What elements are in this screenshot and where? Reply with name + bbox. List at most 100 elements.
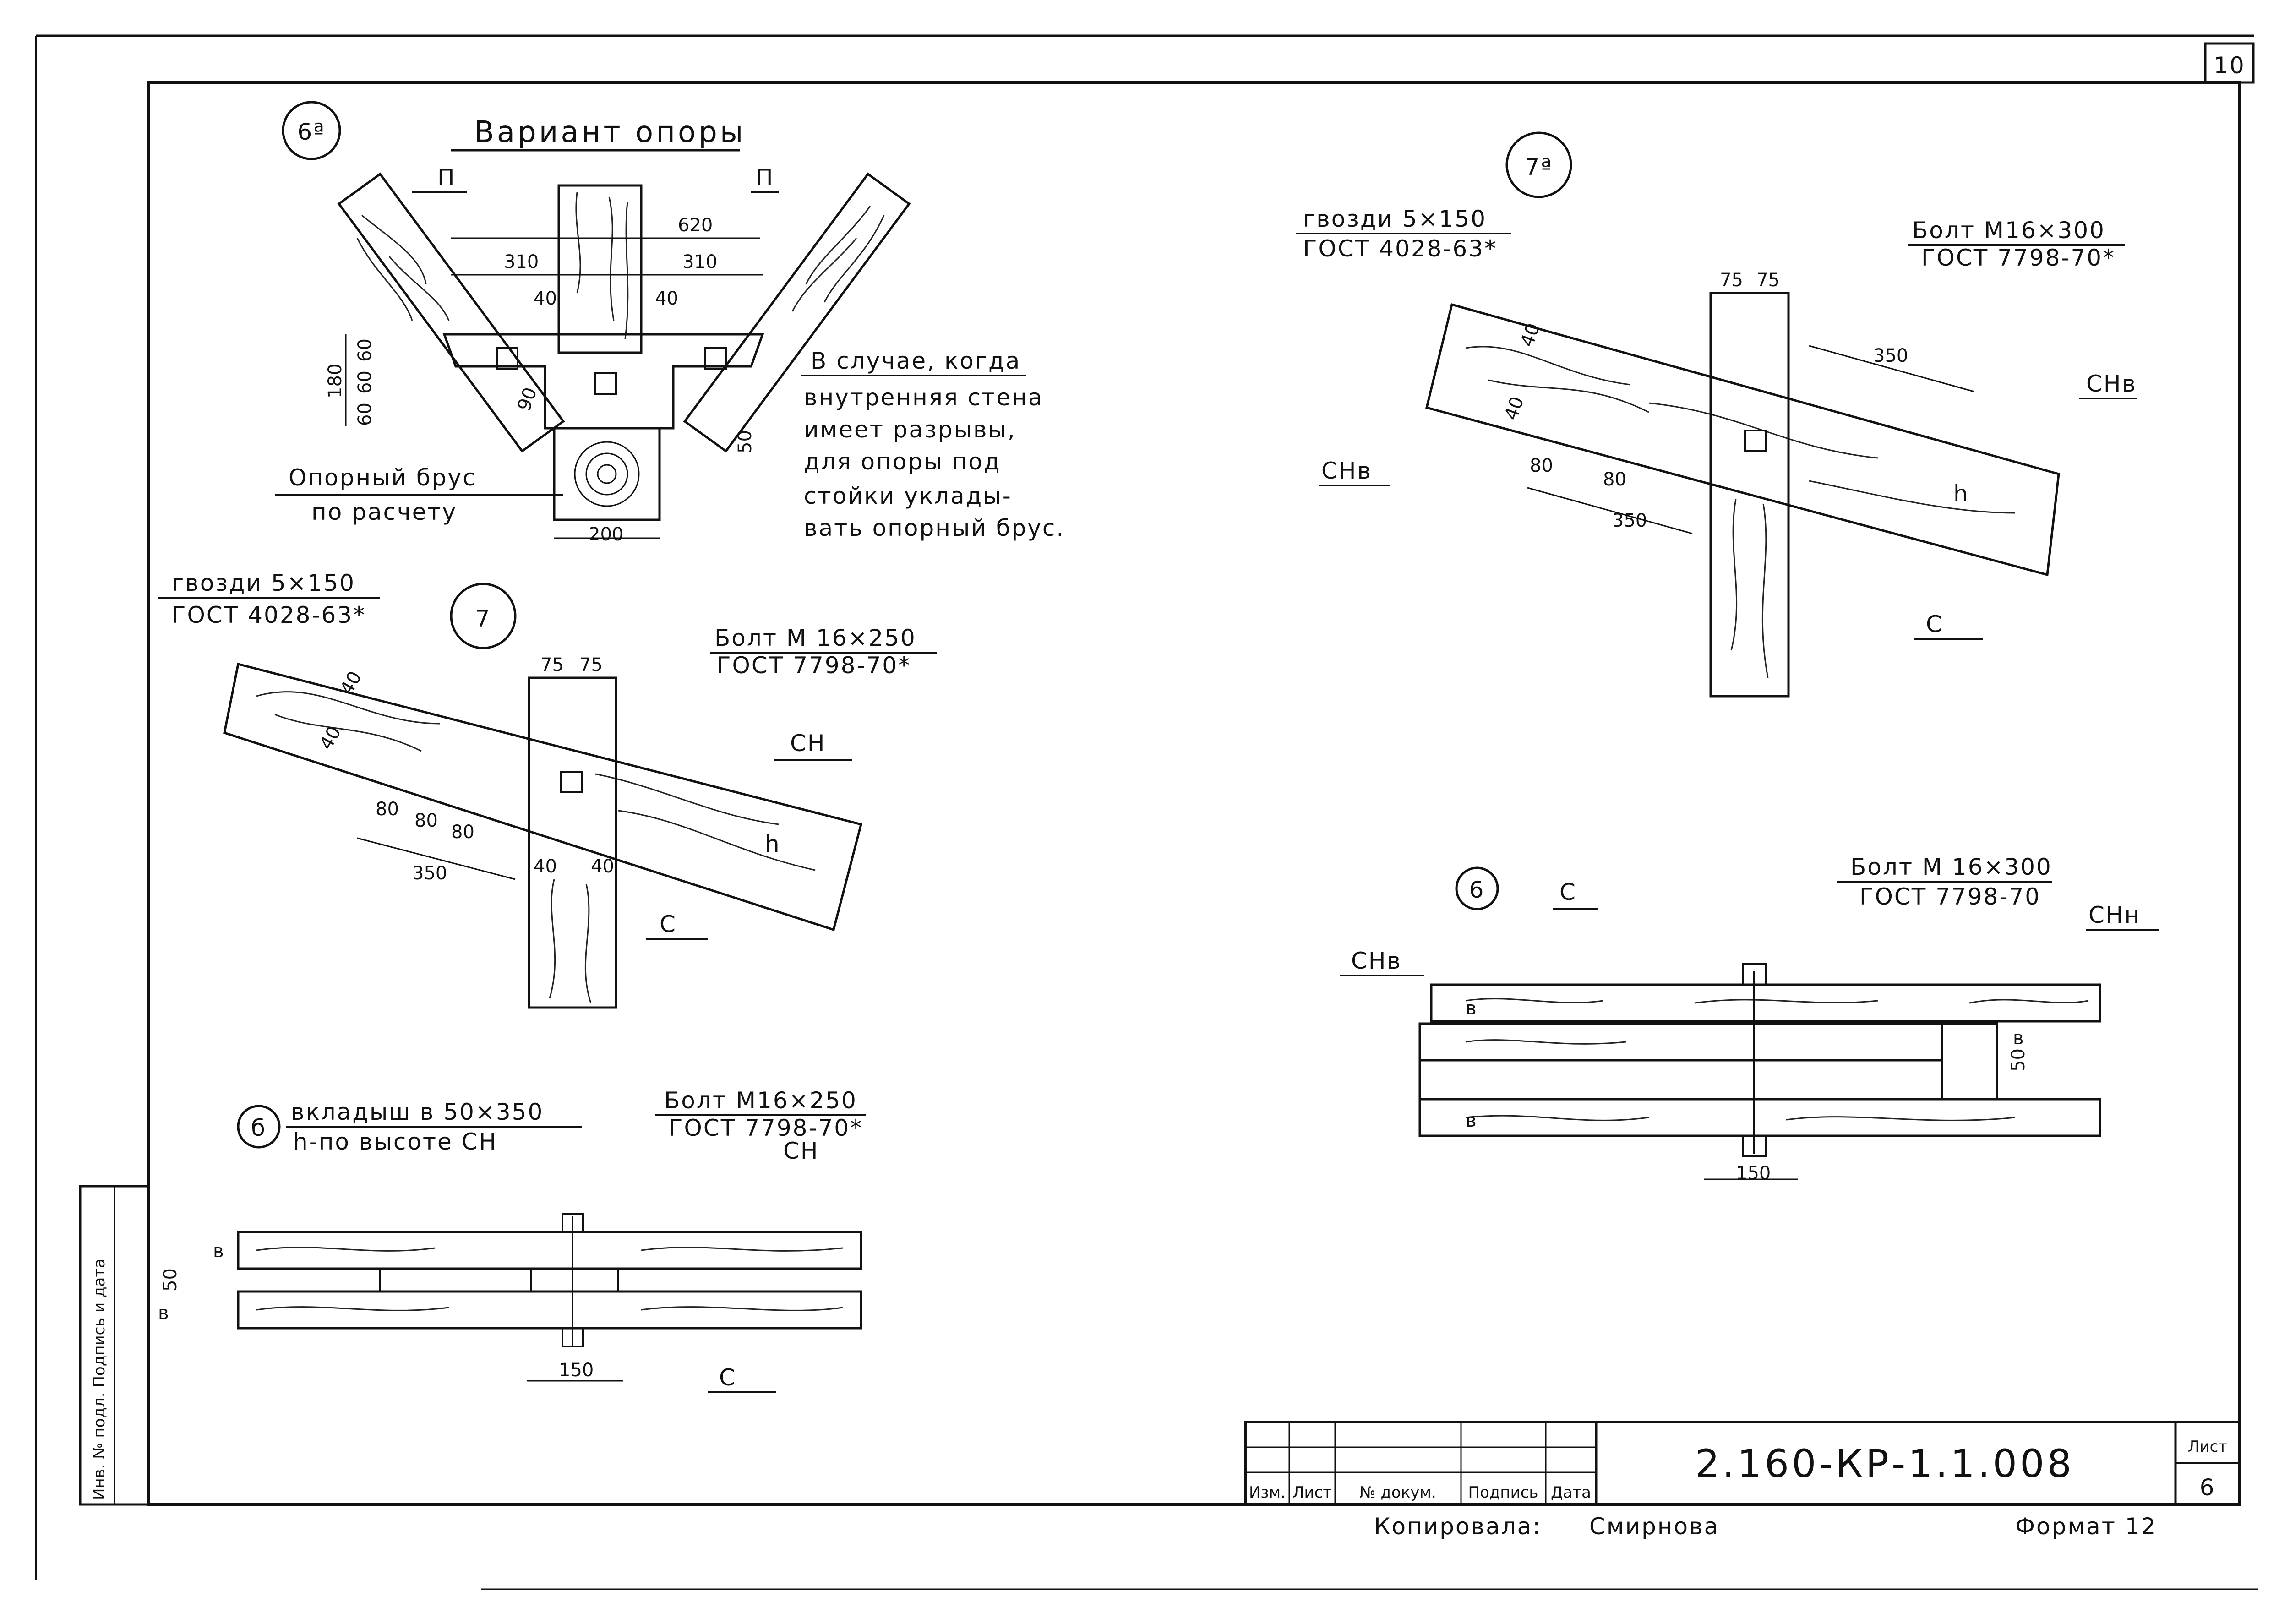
board-bot [1418, 1098, 2101, 1137]
label-p-left: П [437, 164, 456, 191]
detail-7a: 7ª гвозди 5×150 ГОСТ 4028-63* Болт М16×3… [1296, 131, 2137, 698]
detail-7-nails-gost: ГОСТ 4028-63* [172, 602, 366, 628]
label-h-7a: h [1953, 480, 1969, 507]
support-beam-sub: по расчету [311, 499, 457, 525]
detail-6a-marker: 6ª [297, 119, 325, 145]
detail-b-insert: вкладыш в 50×350 [291, 1099, 544, 1125]
detail-7: 7 гвозди 5×150 ГОСТ 4028-63* Болт М 16×2… [158, 570, 937, 1009]
note-line-6: вать опорный брус. [804, 515, 1065, 541]
label-post-7a: С [1926, 611, 1943, 638]
dim-v-b: в [2013, 1028, 2024, 1049]
side-stamp-text: Инв. № подл. Подпись и дата [90, 1259, 109, 1500]
dim-150-b: 150 [559, 1360, 594, 1381]
sheet-frame: 10 [35, 34, 2258, 1590]
format-label: Формат 12 [2015, 1513, 2157, 1540]
insert-b-left [379, 1268, 532, 1292]
dim-50: 50 [735, 430, 756, 453]
rafter-right [683, 172, 911, 453]
dim-40-b: 40 [1500, 394, 1528, 423]
tb-col-doc: № докум. [1359, 1483, 1436, 1502]
label-right-6: СНн [2088, 902, 2141, 928]
dim-40-left: 40 [534, 288, 557, 309]
board-mid [1418, 1022, 1943, 1062]
dim-75-b: 75 [1756, 270, 1780, 291]
dim-60-a: 60 [354, 403, 376, 426]
board-top [1430, 983, 2101, 1023]
detail-b: б вкладыш в 50×350 h-по высоте СН Болт М… [158, 1087, 866, 1393]
tb-col-list: Лист [1292, 1483, 1332, 1502]
dim-150: 150 [1736, 1163, 1771, 1184]
note-line-4: для опоры под [804, 448, 1001, 475]
detail-6a: 6ª Вариант опоры П П 620 310 310 40 40 [275, 101, 1065, 545]
label-post-6: С [1559, 879, 1577, 905]
dim-80-a: 80 [376, 799, 399, 820]
dim-40-b: 40 [316, 723, 345, 753]
detail-7a-nails-gost: ГОСТ 4028-63* [1303, 235, 1497, 262]
title-block: Изм. Лист № докум. Подпись Дата 2.160-КР… [1244, 1421, 2241, 1540]
list-number: 6 [2200, 1474, 2216, 1501]
detail-7a-marker: 7ª [1525, 154, 1553, 180]
label-p-right: П [756, 164, 774, 191]
dim-v-b-top: в [213, 1241, 224, 1262]
detail-b-marker: б [251, 1115, 267, 1141]
rafter-left [337, 172, 565, 453]
dim-75-b: 75 [579, 654, 603, 676]
note-line-1: В случае, когда [811, 348, 1021, 374]
note-line-3: имеет разрывы, [804, 416, 1016, 443]
post-center [557, 184, 643, 354]
detail-6a-title: Вариант опоры [474, 115, 746, 149]
dim-40-post-a: 40 [534, 856, 557, 877]
detail-7-bolt-gost: ГОСТ 7798-70* [717, 652, 911, 679]
detail-6-bolt-gost: ГОСТ 7798-70 [1859, 883, 2041, 910]
detail-7a-bolt-gost: ГОСТ 7798-70* [1921, 245, 2116, 271]
dim-v-b-bot: в [158, 1302, 169, 1324]
detail-7a-nails: гвозди 5×150 [1303, 206, 1487, 232]
support-beam [553, 427, 661, 521]
dim-80-b: 80 [414, 810, 438, 831]
dim-350-a: 350 [1873, 345, 1908, 366]
dim-50: 50 [2008, 1048, 2029, 1072]
dim-350-b: 350 [1612, 510, 1647, 531]
label-rafter-7: СН [790, 730, 826, 757]
dim-620: 620 [678, 215, 713, 236]
dim-90: 90 [513, 385, 541, 414]
dim-50-b: 50 [160, 1268, 181, 1292]
document-code: 2.160-КР-1.1.008 [1695, 1441, 2074, 1486]
tb-col-izm: Изм. [1249, 1483, 1286, 1502]
insert-6 [1941, 1022, 1998, 1101]
detail-b-insert-note: h-по высоте СН [293, 1128, 497, 1155]
note-line-5: стойки уклады- [804, 483, 1012, 509]
label-rafter-b: СН [783, 1138, 819, 1164]
dim-80-b: 80 [1603, 469, 1626, 490]
post-b [530, 1268, 619, 1292]
dim-80-c: 80 [451, 822, 474, 843]
dim-v-c: в [1466, 1110, 1477, 1131]
label-post-7: С [660, 911, 677, 937]
dim-310-right: 310 [682, 251, 717, 272]
tb-col-sign: Подпись [1468, 1483, 1538, 1502]
dim-350: 350 [412, 863, 447, 884]
rafter-7 [223, 662, 863, 932]
sheet-number: 10 [2214, 52, 2246, 79]
side-stamp: Инв. № подл. Подпись и дата [79, 1185, 150, 1506]
detail-7-marker: 7 [475, 605, 491, 632]
support-plate [442, 333, 764, 430]
detail-7-nails: гвозди 5×150 [172, 570, 355, 596]
dim-180: 180 [325, 364, 346, 398]
dim-200: 200 [589, 524, 623, 545]
label-right-7a: СНв [2086, 371, 2137, 397]
detail-b-bolt-gost: ГОСТ 7798-70* [669, 1115, 863, 1141]
dim-40-right: 40 [655, 288, 678, 309]
detail-7-bolt: Болт М 16×250 [714, 625, 916, 651]
detail-6: 6 С Болт М 16×300 ГОСТ 7798-70 СНв СНн 1… [1340, 854, 2159, 1184]
note-line-2: внутренняя стена [804, 384, 1044, 411]
dim-40-post-b: 40 [591, 856, 614, 877]
label-h-7: h [765, 831, 781, 857]
dim-75-a: 75 [540, 654, 564, 676]
label-post-b: С [719, 1364, 736, 1391]
label-left-6: СНв [1351, 948, 1402, 974]
dim-310-left: 310 [504, 251, 539, 272]
detail-7a-bolt: Болт М16×300 [1912, 217, 2105, 244]
board-post [1418, 1059, 1943, 1101]
